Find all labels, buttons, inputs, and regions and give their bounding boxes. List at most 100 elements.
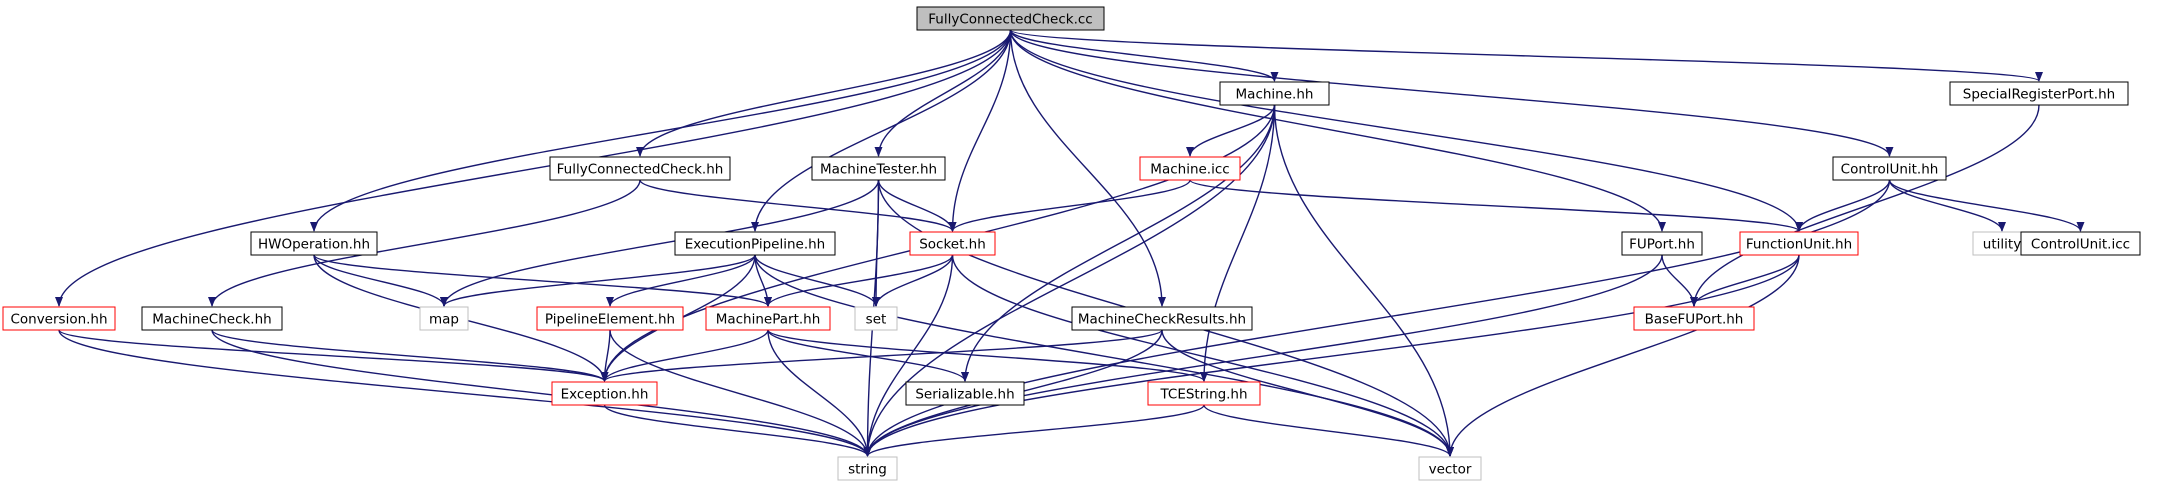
edge-machine_icc-to-fu_hh bbox=[1189, 179, 1803, 232]
node-string[interactable]: string bbox=[837, 456, 898, 481]
node-box[interactable] bbox=[1621, 231, 1703, 256]
node-label: set bbox=[866, 312, 887, 328]
node-box[interactable] bbox=[1219, 81, 1330, 106]
edge-machine_hh-to-ser_hh bbox=[961, 104, 1276, 382]
node-box[interactable] bbox=[705, 306, 831, 331]
node-cu-hh[interactable]: ControlUnit.hh bbox=[1832, 156, 1947, 181]
node-exec-hh[interactable]: ExecutionPipeline.hh bbox=[674, 231, 836, 256]
node-root[interactable]: FullyConnectedCheck.cc bbox=[916, 6, 1105, 31]
node-utility[interactable]: utility bbox=[1972, 231, 2032, 256]
node-label: FullyConnectedCheck.hh bbox=[557, 162, 724, 178]
node-label: ControlUnit.hh bbox=[1841, 162, 1939, 178]
edge-machine_hh-to-string bbox=[863, 104, 1276, 457]
edge-mcheck_hh-to-exc_hh bbox=[211, 329, 609, 382]
node-box[interactable] bbox=[250, 231, 378, 256]
edge-socket_hh-to-vector bbox=[951, 254, 1454, 457]
edge-root-to-fu_hh bbox=[1009, 29, 1803, 232]
node-box[interactable] bbox=[141, 306, 283, 331]
edge-root-to-conv_hh bbox=[55, 29, 1012, 307]
node-fu-hh[interactable]: FunctionUnit.hh bbox=[1739, 231, 1859, 256]
edge-cu_hh-to-fu_hh bbox=[1795, 179, 1891, 232]
edge-srp_hh-to-basefu_hh bbox=[1690, 104, 2040, 307]
node-pipe-hh[interactable]: PipelineElement.hh bbox=[536, 306, 684, 331]
edge-fcc_hh-to-socket_hh bbox=[639, 179, 957, 232]
node-label: MachineCheck.hh bbox=[152, 312, 271, 328]
node-ser-hh[interactable]: Serializable.hh bbox=[905, 381, 1025, 406]
node-box[interactable] bbox=[1071, 306, 1253, 331]
edge-exec_hh-to-set bbox=[754, 254, 880, 307]
edge-exec_hh-to-pipe_hh bbox=[606, 254, 756, 307]
node-box[interactable] bbox=[905, 381, 1025, 406]
node-label: FullyConnectedCheck.cc bbox=[928, 12, 1092, 28]
node-box[interactable] bbox=[536, 306, 684, 331]
node-box[interactable] bbox=[419, 306, 469, 331]
node-label: PipelineElement.hh bbox=[545, 312, 675, 328]
node-box[interactable] bbox=[674, 231, 836, 256]
edge-root-to-cu_hh bbox=[1009, 29, 1894, 157]
edge-root-to-srp_hh bbox=[1009, 29, 2043, 82]
node-machine-icc[interactable]: Machine.icc bbox=[1139, 156, 1241, 181]
edge-machine_hh-to-machine_icc bbox=[1186, 104, 1276, 157]
node-basefu-hh[interactable]: BaseFUPort.hh bbox=[1633, 306, 1755, 331]
node-mpart-hh[interactable]: MachinePart.hh bbox=[705, 306, 831, 331]
node-box[interactable] bbox=[1633, 306, 1755, 331]
edge-cu_hh-to-string bbox=[863, 179, 1891, 457]
node-box[interactable] bbox=[811, 156, 946, 181]
edge-fcc_hh-to-mcheck_hh bbox=[208, 179, 641, 307]
node-label: ExecutionPipeline.hh bbox=[685, 237, 825, 253]
node-mcr-hh[interactable]: MachineCheckResults.hh bbox=[1071, 306, 1253, 331]
edge-root-to-fcc_hh bbox=[636, 29, 1012, 157]
node-box[interactable] bbox=[551, 381, 658, 406]
node-box[interactable] bbox=[2020, 231, 2141, 256]
edge-conv_hh-to-string bbox=[58, 329, 872, 457]
node-fuport-hh[interactable]: FUPort.hh bbox=[1621, 231, 1703, 256]
edge-pipe_hh-to-string bbox=[609, 329, 872, 457]
edge-exec_hh-to-map bbox=[440, 254, 756, 307]
node-srp-hh[interactable]: SpecialRegisterPort.hh bbox=[1949, 81, 2129, 106]
node-mcheck-hh[interactable]: MachineCheck.hh bbox=[141, 306, 283, 331]
node-box[interactable] bbox=[1139, 156, 1241, 181]
node-box[interactable] bbox=[2, 306, 116, 331]
node-tester-hh[interactable]: MachineTester.hh bbox=[811, 156, 946, 181]
node-label: FunctionUnit.hh bbox=[1746, 237, 1852, 253]
node-set[interactable]: set bbox=[854, 306, 898, 331]
edge-mpart_hh-to-tces_hh bbox=[767, 329, 1208, 382]
node-label: utility bbox=[1983, 237, 2021, 253]
edge-mcr_hh-to-vector bbox=[1161, 329, 1454, 457]
node-box[interactable] bbox=[837, 456, 898, 481]
node-machine-hh[interactable]: Machine.hh bbox=[1219, 81, 1330, 106]
node-box[interactable] bbox=[1418, 456, 1482, 481]
edge-exec_hh-to-vector bbox=[754, 254, 1454, 457]
node-box[interactable] bbox=[909, 231, 996, 256]
node-cu-icc[interactable]: ControlUnit.icc bbox=[2020, 231, 2141, 256]
node-socket-hh[interactable]: Socket.hh bbox=[909, 231, 996, 256]
edge-cu_hh-to-utility bbox=[1888, 179, 2006, 232]
node-label: MachineCheckResults.hh bbox=[1078, 312, 1246, 328]
edge-socket_hh-to-string bbox=[863, 254, 954, 457]
node-label: map bbox=[429, 312, 459, 328]
node-box[interactable] bbox=[1147, 381, 1261, 406]
edge-root-to-tester_hh bbox=[874, 29, 1012, 157]
edge-fuport_hh-to-string bbox=[863, 254, 1663, 457]
node-fcc-hh[interactable]: FullyConnectedCheck.hh bbox=[549, 156, 731, 181]
node-map[interactable]: map bbox=[419, 306, 469, 331]
edge-tester_hh-to-map bbox=[440, 179, 880, 307]
node-label: string bbox=[848, 462, 887, 478]
edge-root-to-hwop_hh bbox=[310, 29, 1012, 232]
node-box[interactable] bbox=[854, 306, 898, 331]
node-exc-hh[interactable]: Exception.hh bbox=[551, 381, 658, 406]
node-box[interactable] bbox=[1739, 231, 1859, 256]
edge-machine_hh-to-tces_hh bbox=[1200, 104, 1276, 382]
node-label: MachinePart.hh bbox=[716, 312, 821, 328]
node-box[interactable] bbox=[916, 6, 1105, 31]
node-label: Machine.hh bbox=[1236, 87, 1314, 103]
node-tces-hh[interactable]: TCEString.hh bbox=[1147, 381, 1261, 406]
node-box[interactable] bbox=[1949, 81, 2129, 106]
node-hwop-hh[interactable]: HWOperation.hh bbox=[250, 231, 378, 256]
edge-hwop_hh-to-mpart_hh bbox=[313, 254, 772, 307]
node-box[interactable] bbox=[1832, 156, 1947, 181]
edge-machine_hh-to-vector bbox=[1273, 104, 1454, 457]
node-box[interactable] bbox=[549, 156, 731, 181]
node-vector[interactable]: vector bbox=[1418, 456, 1482, 481]
node-conv-hh[interactable]: Conversion.hh bbox=[2, 306, 116, 331]
